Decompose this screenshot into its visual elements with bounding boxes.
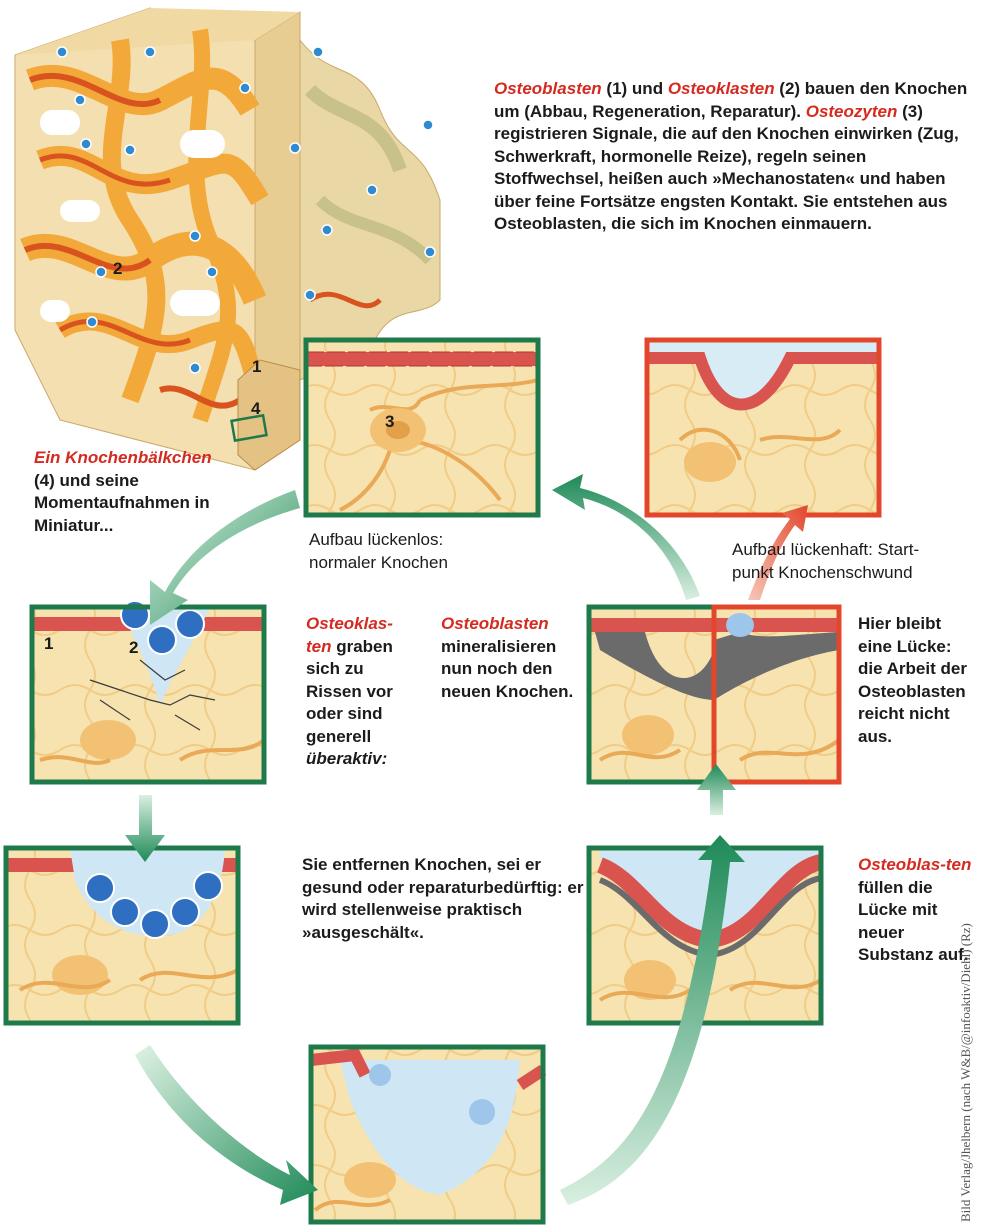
caption-osteoblasten-red: Osteoblasten (441, 613, 576, 636)
caption-hier-bleibt: Hier bleibt eine Lücke: die Arbeit der O… (858, 613, 978, 748)
knochenbaelkchen-text: Ein Knochenbälkchen (4) und seine Moment… (34, 447, 264, 537)
panel-mineralization (589, 607, 839, 782)
caption-entfernen: Sie entfernen Knochen, sei er gesund ode… (302, 854, 584, 944)
label-osteozyten: Osteozyten (806, 102, 898, 121)
intro-part-1: (1) und (602, 79, 668, 98)
knochenbaelkchen-rest: (4) und seine Momentaufnahmen in Miniatu… (34, 471, 210, 535)
caption-luecke-line2: punkt Knochenschwund (732, 561, 919, 584)
panel-bone-loss (647, 340, 879, 515)
panel-number-3: 3 (385, 412, 394, 432)
arrow-to-cavity-panel (135, 1045, 318, 1205)
caption-luecke-line1: Aufbau lückenhaft: Start- (732, 538, 919, 561)
caption-normal-line2: normaler Knochen (309, 551, 448, 574)
panel-normal-bone (306, 340, 538, 515)
panel-cavity (311, 1047, 543, 1222)
caption-osteoklasten-italic: überaktiv: (306, 749, 387, 768)
caption-osteoblasten: Osteoblasten mineralisieren nun noch den… (441, 613, 576, 703)
label-osteoblasten: Osteoblasten (494, 79, 602, 98)
intro-part-3: (3) registrieren Signale, die auf den Kn… (494, 102, 959, 234)
cube-number-2: 2 (113, 259, 122, 279)
panel-number-1: 1 (44, 634, 53, 654)
panel-osteoclasts-crack (32, 601, 264, 782)
caption-luecke: Aufbau lückenhaft: Start- punkt Knochens… (732, 538, 919, 584)
label-knochenbaelkchen: Ein Knochenbälkchen (34, 448, 212, 467)
caption-fuellen-rest: füllen die Lücke mit neuer Substanz auf. (858, 878, 969, 965)
cube-number-1: 1 (252, 357, 261, 377)
caption-fuellen-red: Osteoblas-ten (858, 855, 971, 874)
image-credit: Bild Verlag/Jhelbern (nach W&B/@infoakti… (958, 923, 974, 1222)
panel-number-2: 2 (129, 638, 138, 658)
caption-normal-line1: Aufbau lückenlos: (309, 528, 448, 551)
panel-excavation (6, 848, 238, 1023)
caption-osteoklasten: Osteoklas-ten graben sich zu Rissen vor … (306, 613, 416, 771)
cube-number-4: 4 (251, 399, 260, 419)
caption-normal: Aufbau lückenlos: normaler Knochen (309, 528, 448, 574)
caption-osteoblasten-rest: mineralisieren nun noch den neuen Knoche… (441, 636, 576, 704)
label-osteoklasten: Osteoklasten (668, 79, 775, 98)
intro-text: Osteoblasten (1) und Osteoklasten (2) ba… (494, 78, 974, 236)
